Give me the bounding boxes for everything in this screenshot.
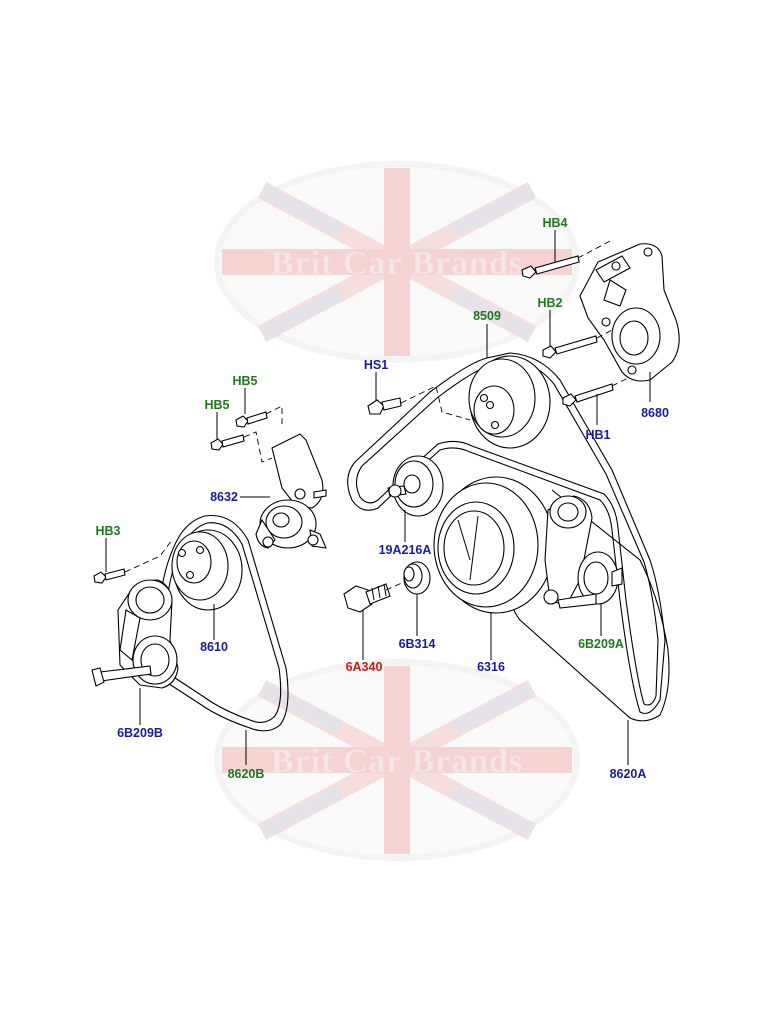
- label-8610: 8610: [200, 640, 228, 654]
- label-6B314: 6B314: [399, 637, 436, 651]
- watermark-lower: Brit Car Brands: [214, 659, 580, 861]
- leader-lines: [105, 230, 651, 765]
- label-HB3: HB3: [95, 524, 120, 538]
- label-6B209B: 6B209B: [117, 726, 163, 740]
- label-8680: 8680: [641, 406, 669, 420]
- label-8632: 8632: [210, 490, 238, 504]
- label-6A340: 6A340: [346, 660, 383, 674]
- label-HB5-top: HB5: [232, 374, 257, 388]
- label-8620B: 8620B: [228, 767, 265, 781]
- label-19A216A: 19A216A: [379, 543, 432, 557]
- washer-6B314: [403, 561, 431, 595]
- watermark-upper: Brit Car Brands: [214, 161, 580, 363]
- pulley-8509: [468, 355, 551, 449]
- bracket-8632: [255, 433, 327, 549]
- label-HB1: HB1: [585, 428, 610, 442]
- tensioner-6B209A: [543, 495, 623, 609]
- bolt-6A340: [343, 583, 391, 613]
- bolt-HS1: [367, 397, 402, 415]
- assembly-guide-lines: [124, 239, 629, 591]
- bracket-8680: [579, 243, 680, 382]
- label-8509: 8509: [473, 309, 501, 323]
- bolt-HB1: [562, 383, 614, 407]
- label-HS1: HS1: [364, 358, 388, 372]
- bolt-HB2: [542, 335, 598, 359]
- label-HB4: HB4: [542, 216, 567, 230]
- pulley-8610: [171, 529, 243, 611]
- bolt-HB5-top: [235, 411, 268, 428]
- label-6316: 6316: [477, 660, 505, 674]
- tensioner-6B209B: [91, 579, 179, 689]
- idler-19A216A: [387, 455, 444, 517]
- label-8620A: 8620A: [610, 767, 647, 781]
- label-6B209A: 6B209A: [578, 637, 624, 651]
- label-HB5-left: HB5: [204, 398, 229, 412]
- crank-pulley-6316: [433, 476, 555, 614]
- part-labels: HB4 HB2 8509 HS1 HB5 HB5 8680 HB1 8632 H…: [95, 216, 668, 781]
- label-HB2: HB2: [537, 296, 562, 310]
- watermark-text-upper: Brit Car Brands: [271, 245, 523, 282]
- bolt-HB3: [93, 568, 126, 584]
- watermark-text-lower: Brit Car Brands: [271, 743, 523, 780]
- bolt-HB4: [521, 255, 580, 279]
- belt-8620A: [347, 352, 670, 722]
- bolt-HB5-left: [210, 434, 245, 451]
